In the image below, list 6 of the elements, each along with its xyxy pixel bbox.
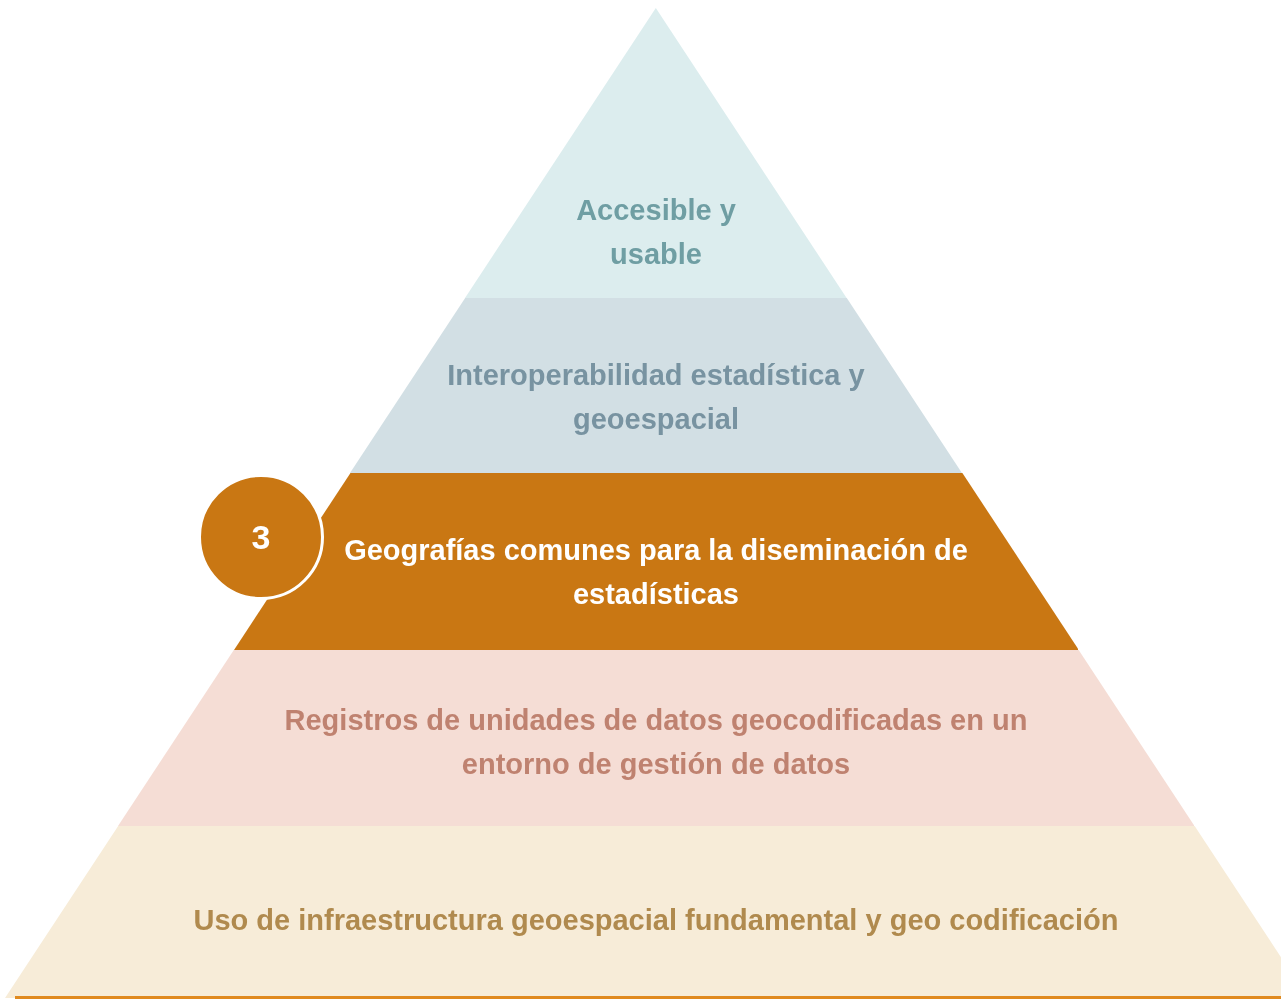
tier-label: Uso de infraestructura geoespacial fundamental y geo codificación [192,903,1120,938]
tier-label: Registros de unidades de datos geocodificadas en un entorno de gestión de datos [283,703,1029,782]
tier-label: Accesible y usable [575,193,737,272]
tier-label: Interoperabilidad estadística y geoespacial [446,358,866,437]
tier-label: Geografías comunes para la diseminación de estadísticas [343,533,969,612]
step-number: 3 [251,516,271,558]
